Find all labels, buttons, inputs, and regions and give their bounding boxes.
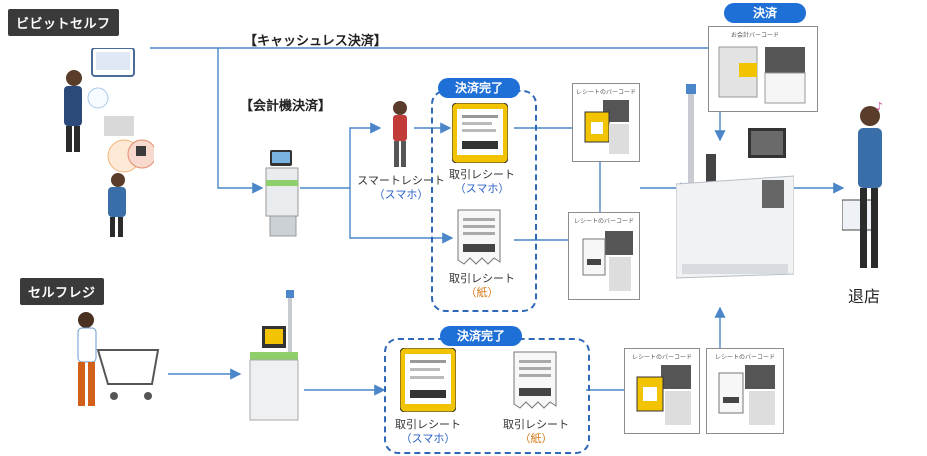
register-to-paper (349, 188, 454, 244)
cashless-label: 【キャッシュレス決済】 (244, 34, 387, 49)
receipt-barcode-title-3: レシートのバーコード (631, 354, 692, 361)
exit-label: 退店 (848, 287, 881, 306)
paper-receipt-label-bottom: 取引レシート (503, 418, 569, 431)
receipt-barcode-frame-4: レシートのバーコード (706, 348, 784, 434)
register-payment-label: 【会計機決済】 (240, 99, 332, 114)
phone-receipt-sub: （スマホ） (454, 182, 510, 195)
payment-complete-pill-top: 決済完了 (438, 78, 520, 98)
phone-receipt-image (452, 103, 508, 163)
smart-receipt-caption: スマートレシート （スマホ） (356, 174, 446, 202)
phone-receipt-label: 取引レシート (449, 168, 515, 181)
self-register-machine (244, 290, 302, 424)
receipt-barcode-frame-1: レシートのバーコード (572, 83, 640, 162)
payment-terminal (262, 150, 302, 240)
register-to-smart (300, 122, 382, 189)
svg-text:♪: ♪ (876, 100, 883, 113)
payment-complete-pill-bottom: 決済完了 (440, 326, 522, 346)
bibit-self-tag: ビビットセルフ (8, 9, 119, 36)
paper-receipt-image-bottom (510, 350, 560, 410)
paper-receipt-image (454, 208, 504, 266)
self-register-tag: セルフレジ (20, 278, 104, 305)
phone-receipt-sub-bottom: （スマホ） (400, 432, 456, 445)
receipt-barcode-frame-3: レシートのバーコード (624, 348, 700, 434)
payment-barcode-title: お会計バーコード (731, 32, 780, 39)
receipt-barcode-title-1: レシートのバーコード (575, 89, 636, 96)
exit-person: ♪ (842, 100, 892, 280)
paper-receipt-label: 取引レシート (449, 272, 515, 285)
cart-shopper-illustration (68, 310, 168, 418)
paper-receipt-caption: 取引レシート （紙） (440, 272, 524, 300)
checkout-machine (676, 84, 794, 284)
payment-barcode-frame: お会計バーコード (708, 26, 818, 112)
receipt-barcode-title-4: レシートのバーコード (714, 354, 775, 361)
smart-receipt-person (384, 98, 416, 170)
phone-receipt-caption: 取引レシート （スマホ） (440, 168, 524, 196)
branch-register (217, 48, 264, 194)
phone-receipt-label-bottom: 取引レシート (395, 418, 461, 431)
phone-receipt-caption-bottom: 取引レシート （スマホ） (386, 418, 470, 446)
phone-receipt-image-bottom (400, 348, 456, 412)
receipt-barcode-frame-2: レシートのバーコード (568, 212, 640, 300)
smart-receipt-label: スマートレシート (357, 174, 445, 187)
smart-receipt-sub: （スマホ） (373, 188, 429, 201)
paper-receipt-caption-bottom: 取引レシート （紙） (494, 418, 578, 446)
shopper-illustration (44, 48, 154, 238)
payment-pill: 決済 (724, 3, 806, 23)
receipt-barcode-title-2: レシートのバーコード (573, 218, 634, 225)
paper-receipt-sub-bottom: （紙） (519, 432, 553, 445)
paper-receipt-sub: （紙） (465, 286, 499, 299)
